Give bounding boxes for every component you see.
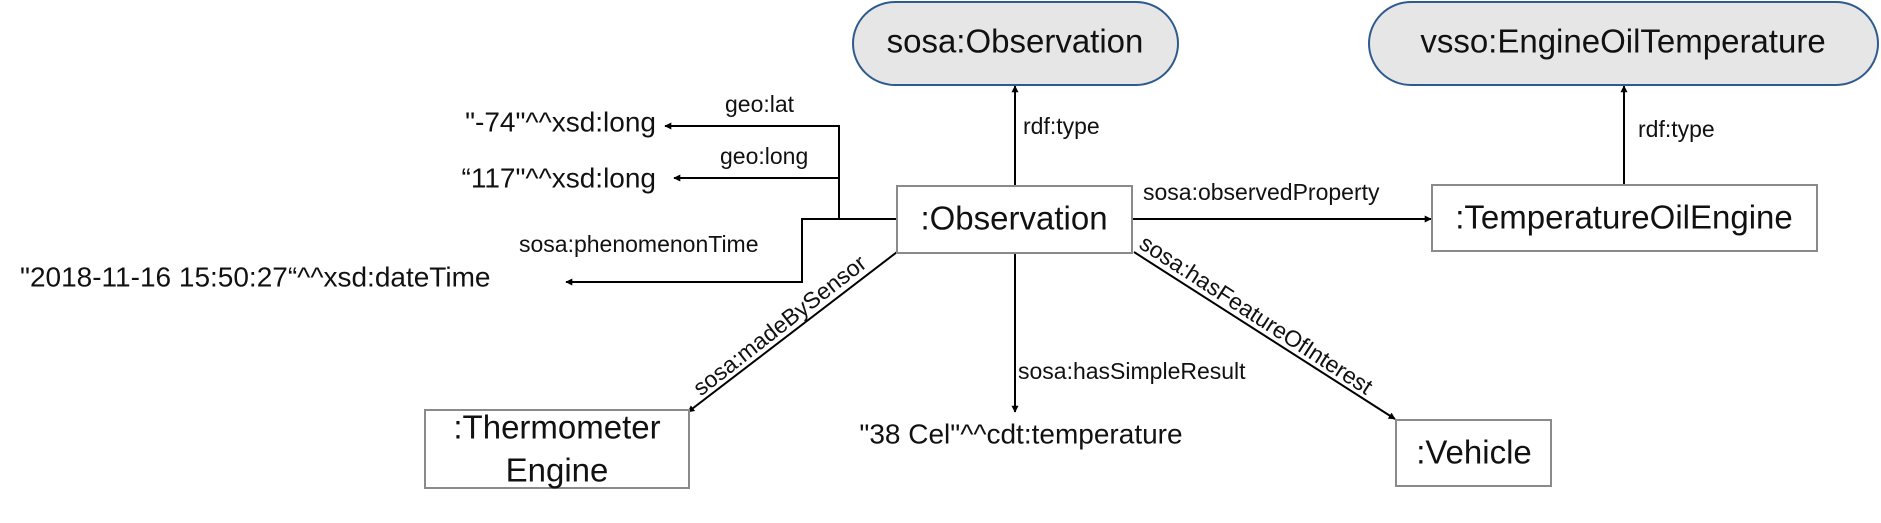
edge-label-has-simple-result: sosa:hasSimpleResult — [1018, 358, 1246, 384]
edge-label-phenomenon-time: sosa:phenomenonTime — [519, 231, 759, 257]
literal-phenomenon-time: "2018-11-16 15:50:27“^^xsd:dateTime — [20, 261, 491, 292]
node-vsso-engine-oil-temperature: vsso:EngineOilTemperature — [1368, 1, 1879, 86]
node-thermometer-engine-label-line2: Engine — [506, 452, 609, 489]
edge-label-geo-lat: geo:lat — [725, 91, 795, 117]
edge-has-feature-of-interest — [1133, 251, 1396, 420]
edge-label-observed-property: sosa:observedProperty — [1143, 179, 1380, 205]
edge-label-rdf-type-observation: rdf:type — [1023, 113, 1100, 139]
literal-simple-result: "38 Cel"^^cdt:temperature — [859, 418, 1182, 449]
node-thermometer-engine-label-line1: :Thermometer — [453, 409, 660, 446]
node-temperature-oil-engine-label: :TemperatureOilEngine — [1455, 199, 1793, 236]
literal-long: “117"^^xsd:long — [462, 162, 656, 193]
edge-label-geo-long: geo:long — [720, 143, 808, 169]
node-observation: :Observation — [896, 185, 1133, 254]
node-sosa-observation-class-label: sosa:Observation — [887, 23, 1144, 60]
edge-label-made-by-sensor: sosa:madeBySensor — [688, 249, 872, 400]
node-vehicle: :Vehicle — [1395, 419, 1552, 487]
edge-made-by-sensor — [687, 251, 898, 413]
node-temperature-oil-engine: :TemperatureOilEngine — [1431, 184, 1818, 252]
edge-phenomenon-time — [565, 218, 839, 286]
node-observation-label: :Observation — [920, 200, 1107, 237]
node-vsso-engine-oil-temperature-label: vsso:EngineOilTemperature — [1420, 23, 1825, 60]
node-sosa-observation-class: sosa:Observation — [852, 1, 1179, 86]
node-vehicle-label: :Vehicle — [1416, 434, 1532, 471]
node-thermometer-engine: :Thermometer Engine — [424, 409, 690, 489]
edge-label-rdf-type-property: rdf:type — [1638, 116, 1715, 142]
literal-lat: "-74"^^xsd:long — [465, 106, 656, 137]
edge-geo-lat — [664, 122, 897, 220]
